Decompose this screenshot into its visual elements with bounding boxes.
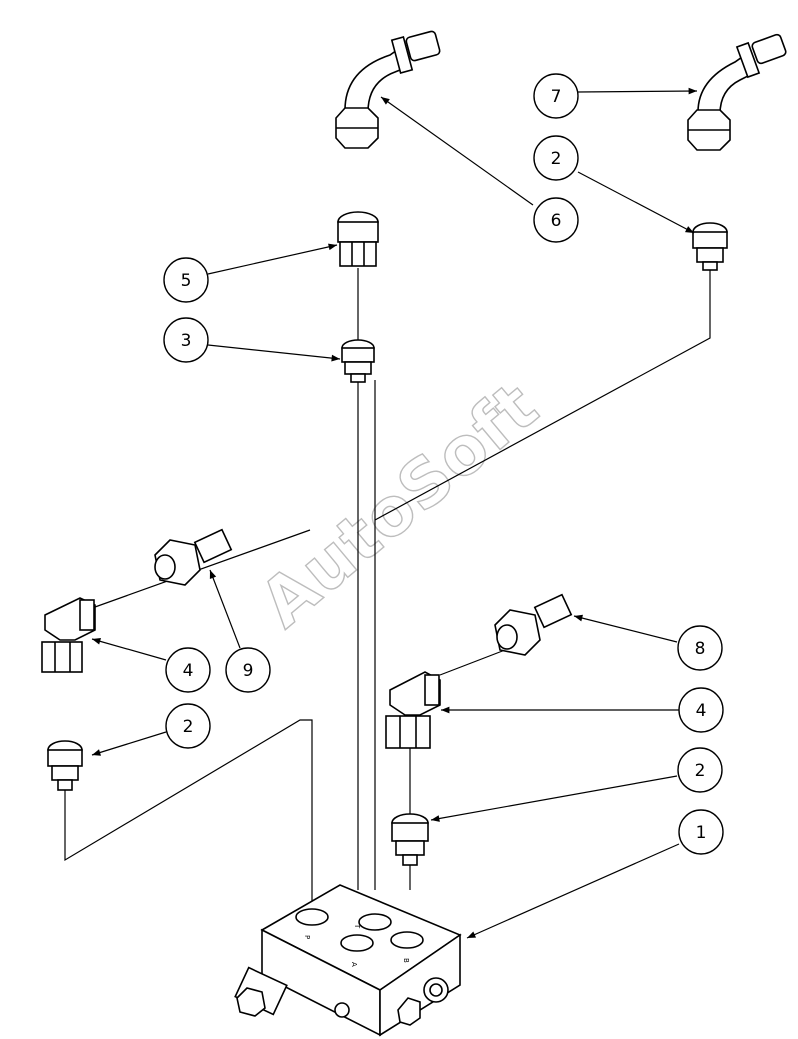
callout-8: 8 bbox=[677, 625, 723, 671]
port-label-p: P bbox=[303, 935, 311, 939]
watermark: AutoSoft bbox=[246, 367, 553, 642]
elbow-4-right bbox=[385, 671, 441, 749]
adaptor-2-left bbox=[47, 740, 83, 791]
callout-4-right: 4 bbox=[678, 687, 724, 733]
elbow-4-left bbox=[41, 597, 96, 673]
svg-text:7: 7 bbox=[551, 87, 562, 107]
valve-block-1 bbox=[234, 884, 462, 1037]
svg-text:5: 5 bbox=[181, 271, 192, 291]
callout-1: 1 bbox=[678, 809, 724, 855]
adaptor-2-top bbox=[692, 222, 728, 271]
leader-lines bbox=[91, 87, 698, 939]
callout-2-top: 2 bbox=[533, 135, 579, 181]
hose-elbow-fitting-6 bbox=[335, 30, 441, 149]
callout-2-left: 2 bbox=[165, 703, 211, 749]
svg-text:2: 2 bbox=[695, 761, 706, 781]
nut-5 bbox=[337, 211, 379, 267]
callout-2-right: 2 bbox=[677, 747, 723, 793]
adaptor-3 bbox=[341, 339, 375, 383]
svg-text:4: 4 bbox=[696, 701, 707, 721]
callout-7: 7 bbox=[533, 73, 579, 119]
svg-text:4: 4 bbox=[183, 661, 194, 681]
svg-text:9: 9 bbox=[243, 661, 254, 681]
callout-6: 6 bbox=[533, 197, 579, 243]
port-label-t: T bbox=[353, 923, 361, 929]
callout-4-left: 4 bbox=[165, 647, 211, 693]
svg-text:3: 3 bbox=[181, 331, 192, 351]
hose-fitting-8 bbox=[494, 593, 573, 656]
adaptor-2-right bbox=[391, 813, 429, 866]
hose-fitting-9 bbox=[154, 528, 233, 586]
callout-3: 3 bbox=[163, 317, 209, 363]
port-label-b: B bbox=[402, 958, 410, 963]
block-port-labels: P T A B bbox=[303, 923, 410, 967]
hose-elbow-fitting-7 bbox=[687, 33, 787, 151]
pipe-lines bbox=[64, 268, 711, 920]
svg-text:8: 8 bbox=[695, 639, 706, 659]
svg-text:2: 2 bbox=[551, 149, 562, 169]
callout-5: 5 bbox=[163, 257, 209, 303]
callout-9: 9 bbox=[225, 647, 271, 693]
svg-text:6: 6 bbox=[551, 211, 562, 231]
svg-text:2: 2 bbox=[183, 717, 194, 737]
port-label-a: A bbox=[350, 962, 358, 967]
svg-text:1: 1 bbox=[696, 823, 707, 843]
